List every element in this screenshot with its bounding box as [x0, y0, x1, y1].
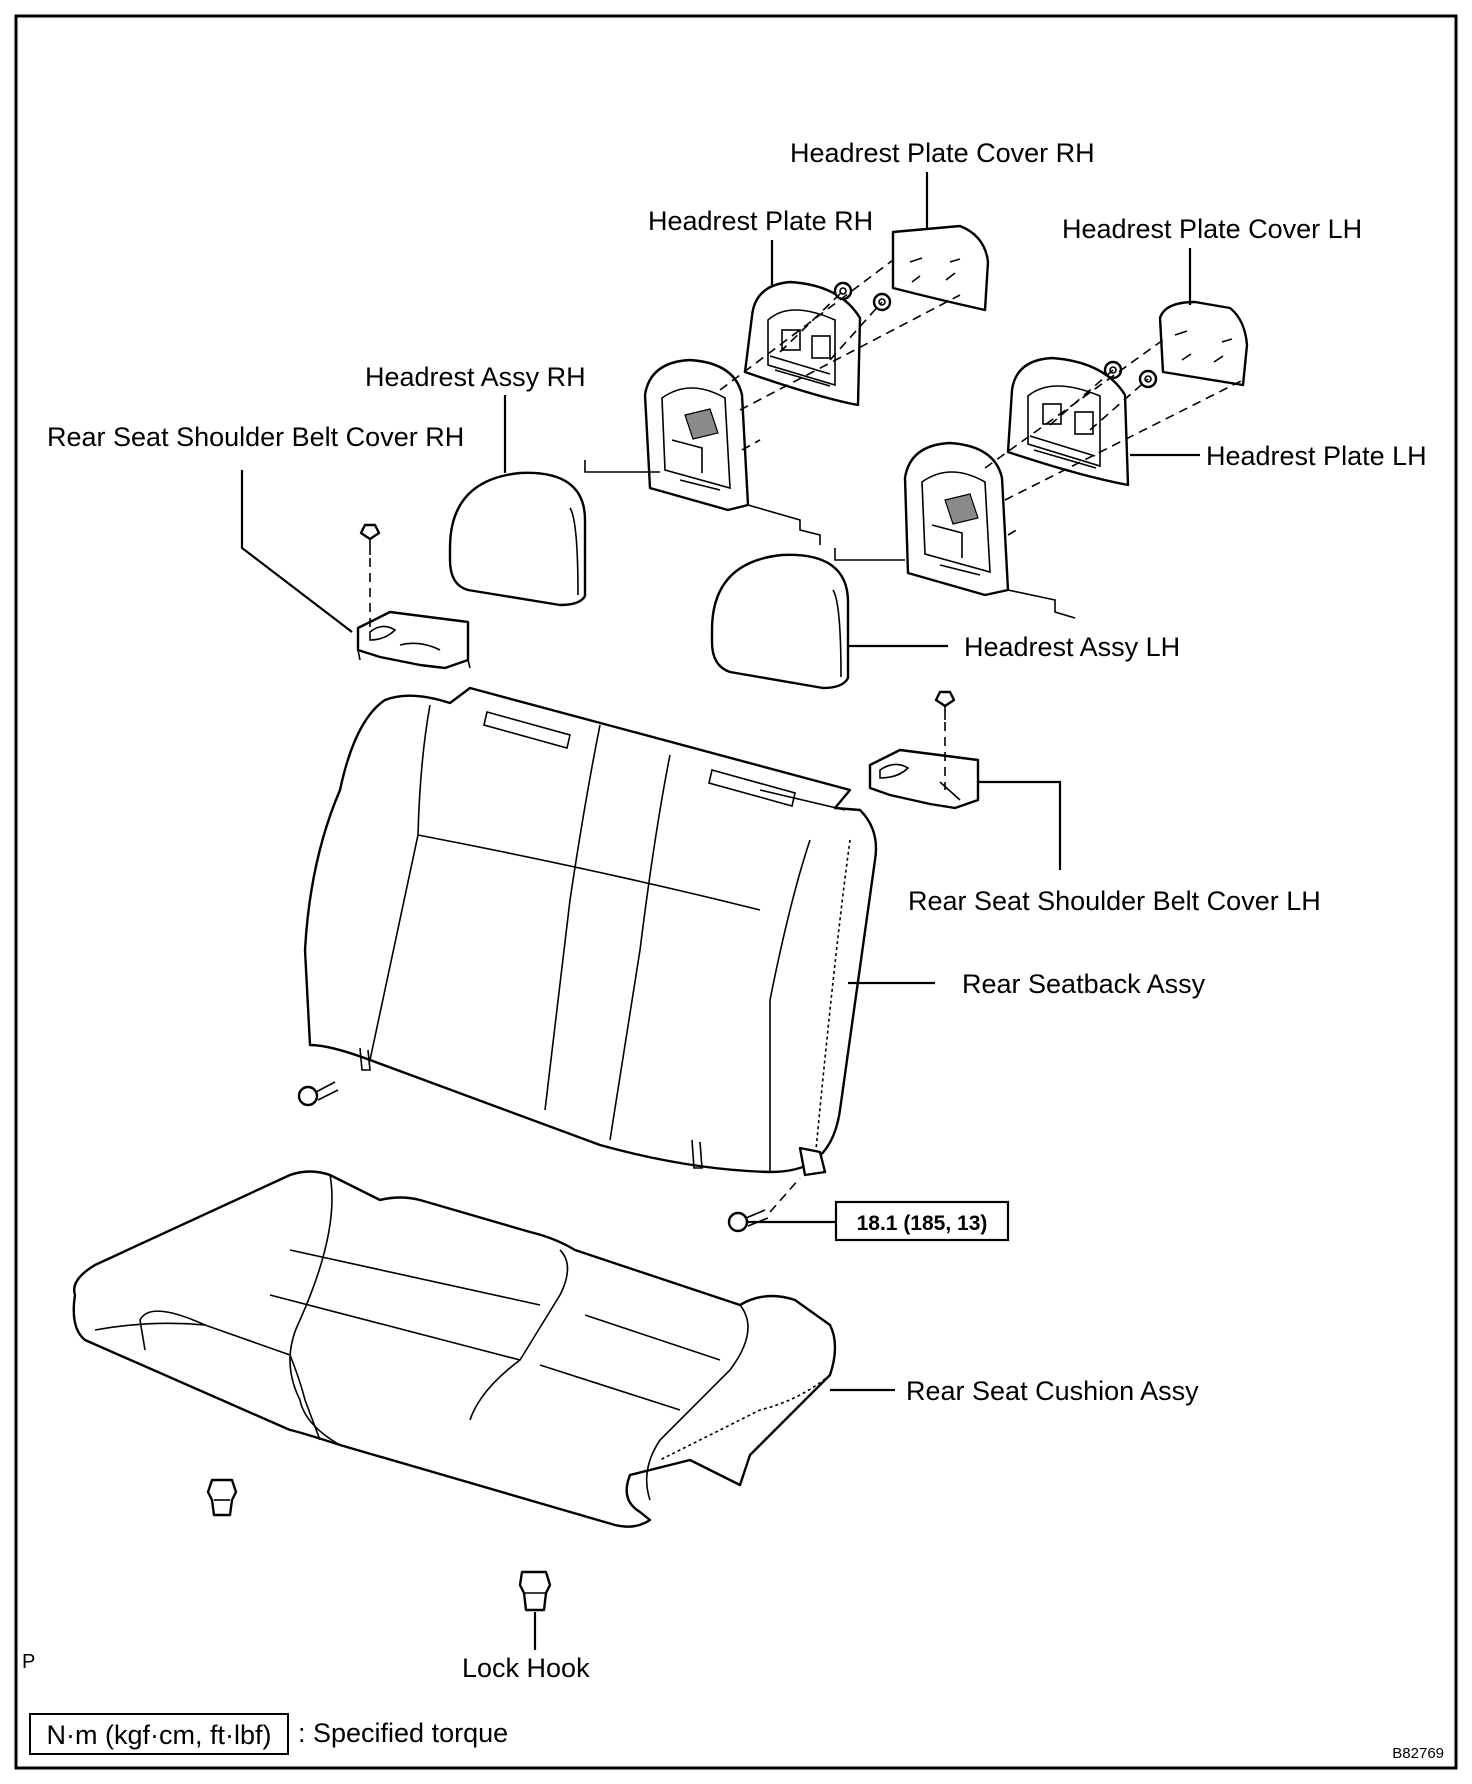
headrest-plate-cover-rh-part	[891, 224, 990, 312]
label-rear-seatback-assy: Rear Seatback Assy	[962, 969, 1206, 999]
lock-hook-left-part	[206, 1478, 238, 1517]
label-headrest-plate-lh: Headrest Plate LH	[1206, 441, 1427, 471]
legend-unit-box	[29, 1713, 289, 1755]
legend-description: : Specified torque	[298, 1718, 508, 1748]
screw-rh-top	[359, 523, 381, 555]
shoulder-belt-cover-lh-part	[868, 748, 980, 810]
label-rear-seat-cushion-assy: Rear Seat Cushion Assy	[906, 1376, 1199, 1406]
headrest-assy-lh-part	[710, 553, 850, 690]
figure-code: B82769	[1392, 1745, 1444, 1762]
rear-seatback-assy-part	[303, 686, 878, 1174]
corner-mark: P	[22, 1651, 35, 1673]
torque-callout-value: 18.1 (185, 13)	[857, 1212, 988, 1235]
label-headrest-plate-rh: Headrest Plate RH	[648, 206, 873, 236]
headrest-frame-lh	[903, 441, 1010, 597]
label-headrest-plate-cover-lh: Headrest Plate Cover LH	[1062, 214, 1362, 244]
label-headrest-assy-lh: Headrest Assy LH	[964, 632, 1180, 662]
legend-unit-text: N·m (kgf·cm, ft·lbf)	[47, 1720, 272, 1750]
diagram-frame	[14, 14, 1458, 1770]
torque-callout-box	[834, 1200, 1010, 1242]
rear-seat-cushion-assy-part	[72, 1170, 837, 1528]
bolt-seatback-left	[297, 1081, 339, 1107]
label-lock-hook: Lock Hook	[462, 1653, 590, 1683]
bolt-seatback-right	[727, 1209, 769, 1233]
shoulder-belt-cover-rh-part	[356, 610, 471, 670]
label-rear-seat-shoulder-belt-cover-rh: Rear Seat Shoulder Belt Cover RH	[47, 422, 464, 452]
headrest-plate-cover-lh-part	[1158, 300, 1249, 387]
headrest-assy-rh-part	[448, 471, 587, 607]
label-headrest-plate-cover-rh: Headrest Plate Cover RH	[790, 138, 1095, 168]
label-headrest-assy-rh: Headrest Assy RH	[365, 362, 586, 392]
screw-lh-top	[934, 690, 956, 720]
lock-hook-part	[518, 1570, 552, 1612]
label-rear-seat-shoulder-belt-cover-lh: Rear Seat Shoulder Belt Cover LH	[908, 886, 1321, 916]
headrest-frame-rh	[643, 358, 750, 512]
headrest-plate-rh-part	[743, 280, 862, 407]
